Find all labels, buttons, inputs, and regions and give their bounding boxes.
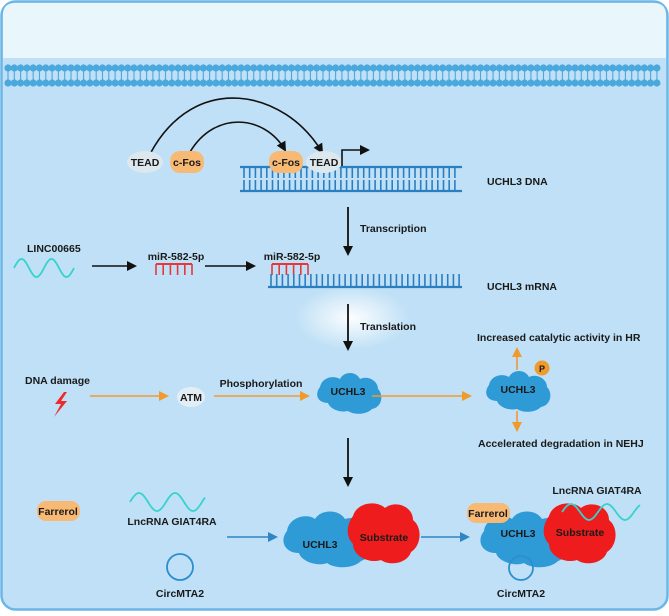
translation-label: Translation (360, 321, 416, 333)
tead-binding-arrow (149, 97, 324, 155)
circmta2-ring-right (508, 555, 534, 581)
linc00665-rna (13, 258, 75, 278)
inhibited-complex: UCHL3 Substrate (480, 503, 616, 568)
substrate-label-right: Substrate (556, 527, 605, 539)
nehj-outcome-label: Accelerated degradation in NEHJ (478, 438, 644, 450)
atm-badge (177, 387, 205, 407)
cfos-binding-arrow (189, 121, 286, 153)
transcription-start-arrow (341, 145, 370, 166)
tead-dna-label: TEAD (310, 157, 339, 169)
mirna-label-1: miR-582-5p (148, 251, 205, 263)
lightning-icon (54, 392, 67, 417)
glow-highlight (294, 286, 410, 350)
uchl3-mrna (268, 274, 462, 289)
uchl3-label-center: UCHL3 (330, 386, 365, 398)
farrerol-badge-left: Farrerol (37, 501, 80, 521)
extracellular-space (3, 3, 666, 58)
transcription-label: Transcription (360, 223, 427, 235)
lncrna-label-right: LncRNA GIAT4RA (552, 485, 642, 497)
phosphate-label: P (539, 364, 545, 374)
uchl3-substrate-complex: UCHL3 Substrate (283, 503, 420, 568)
phosphate-badge (534, 360, 550, 376)
mirna-bound-to-mrna (271, 263, 309, 275)
cfos-label: c-Fos (173, 157, 201, 169)
phosphorylation-label: Phosphorylation (220, 378, 303, 390)
cfos-on-dna: c-Fos (269, 151, 303, 173)
farrerol-badge-right: Farrerol (467, 503, 510, 523)
substrate-protein-right (543, 503, 616, 564)
lncrna-wave-right (561, 503, 641, 521)
dna-damage-label: DNA damage (25, 375, 90, 387)
cell-membrane (4, 64, 661, 87)
cfos-dna-label: c-Fos (272, 157, 300, 169)
uchl3-phospho-protein: UCHL3 (486, 371, 551, 412)
circmta2-label-right: CircMTA2 (497, 588, 545, 600)
dna-label: UCHL3 DNA (487, 176, 548, 188)
uchl3-label-phospho: UCHL3 (500, 384, 535, 396)
uchl3-label-complex: UCHL3 (302, 539, 337, 551)
lncrna-wave-left (129, 492, 206, 512)
uchl3-protein-center: UCHL3 (317, 373, 382, 414)
mrna-label: UCHL3 mRNA (487, 281, 557, 293)
uchl3-label-right: UCHL3 (500, 528, 535, 540)
cfos-factor: c-Fos (170, 151, 204, 173)
tead-factor: TEAD (127, 151, 163, 173)
substrate-protein-center (347, 503, 420, 564)
circmta2-label-left: CircMTA2 (156, 588, 204, 600)
lncrna-label-left: LncRNA GIAT4RA (127, 516, 217, 528)
uchl3-dna (240, 165, 462, 193)
atm-label: ATM (180, 392, 202, 404)
farrerol-label-right: Farrerol (468, 508, 508, 520)
tead-label: TEAD (131, 157, 160, 169)
circmta2-ring-left (166, 553, 194, 581)
substrate-label-center: Substrate (360, 532, 409, 544)
linc00665-label: LINC00665 (27, 243, 81, 255)
mirna-582-5p (155, 263, 193, 275)
mirna-label-2: miR-582-5p (264, 251, 321, 263)
hr-outcome-label: Increased catalytic activity in HR (477, 332, 641, 344)
tead-on-dna: TEAD (306, 151, 342, 173)
farrerol-label-left: Farrerol (38, 506, 78, 518)
